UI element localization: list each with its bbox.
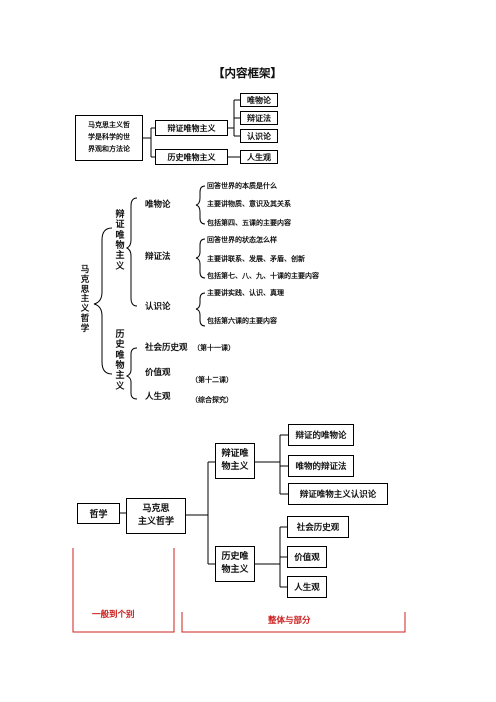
box-dialectical-materialism: 辩证唯物主义	[215, 443, 255, 479]
box-social-history-view: 社会历史观	[287, 516, 349, 538]
root-line-1: 马克思主义哲	[88, 121, 130, 130]
branch-dialectical-materialism: 辩证唯物主义	[155, 120, 228, 136]
note-line: 主要讲联系、发展、矛盾、创新	[207, 255, 305, 263]
item-label-social-history: 社会历史观	[145, 343, 188, 353]
leaf-materialism: 唯物论	[240, 93, 278, 107]
root-chars: 马克思主义哲学	[80, 265, 90, 334]
label-whole-and-part: 整体与部分	[268, 616, 311, 626]
leaf-epistemology: 认识论	[240, 129, 278, 143]
box-dm-epistemology: 辩证唯物主义认识论	[288, 483, 388, 505]
note-line: 主要讲实践、认识、真理	[207, 289, 284, 297]
item-label-outlook-on-life: 人生观	[145, 392, 171, 402]
item-note-lesson-11: （第十一课）	[193, 344, 235, 352]
branch-historical-materialism: 历史唯物主义	[155, 149, 228, 165]
note-line: 包括第四、五课的主要内容	[207, 219, 291, 227]
item-label-epistemology: 认识论	[145, 302, 171, 312]
note-line: 主要讲物质、意识及其关系	[207, 200, 291, 208]
box-outlook-on-life: 人生观	[287, 576, 327, 598]
note-line: 包括第六课的主要内容	[207, 317, 277, 325]
item-label-dialectics: 辩证法	[145, 252, 171, 262]
box-materialist-dialectics: 唯物的辩证法	[288, 455, 354, 477]
note-line: 回答世界的本质是什么	[207, 182, 277, 190]
box-philosophy: 哲学	[77, 503, 120, 524]
box-dialectical-materialism-ontology: 辩证的唯物论	[288, 424, 354, 446]
box-marxist-philosophy: 马克思主义哲学	[126, 498, 186, 534]
label-general-to-particular: 一般到个别	[92, 610, 135, 620]
root-line-3: 界观和方法论	[88, 144, 130, 153]
box-values: 价值观	[287, 546, 327, 568]
tree-root-vertical: 马克思主义哲学	[80, 265, 92, 334]
note-line: 包括第七、八、九、十课的主要内容	[207, 272, 319, 280]
item-note-comprehensive: （综合探究）	[191, 396, 233, 404]
group-label-dialectical-materialism: 辩证唯物主义	[115, 210, 125, 272]
group-label-historical-materialism: 历史唯物主义	[115, 330, 125, 392]
leaf-dialectics: 辩证法	[240, 111, 278, 125]
leaf-outlook-on-life: 人生观	[240, 150, 278, 164]
note-line: 回答世界的状态怎么样	[207, 236, 277, 244]
item-label-values: 价值观	[145, 368, 171, 378]
root-box-marxist-philosophy: 马克思主义哲 学是科学的世 界观和方法论	[75, 115, 143, 161]
page-title: 【内容框架】	[213, 66, 282, 80]
box-historical-materialism: 历史唯物主义	[215, 546, 255, 582]
root-line-2: 学是科学的世	[88, 133, 130, 142]
item-note-lesson-12: （第十二课）	[191, 376, 233, 384]
item-label-materialism: 唯物论	[145, 200, 171, 210]
